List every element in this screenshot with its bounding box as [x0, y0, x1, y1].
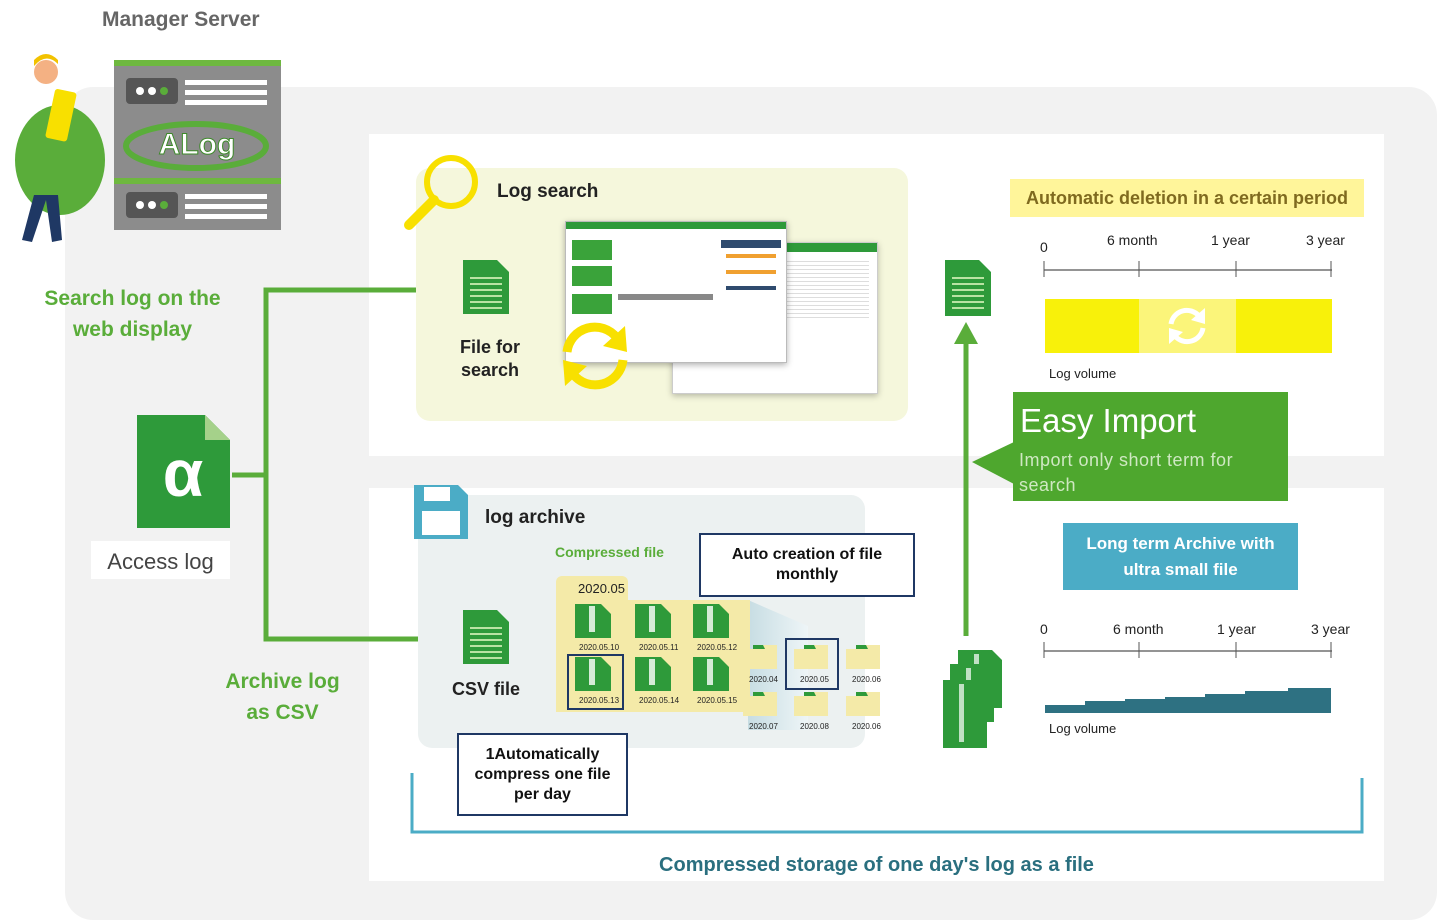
month-file-2: 2020.05 — [794, 645, 829, 684]
easy-import-title: Easy Import — [1020, 402, 1197, 439]
auto-compress-callout: 1Automatically compress one file per day — [457, 733, 628, 816]
archive-log-caption: Archive log as CSV — [225, 670, 340, 724]
month-file-4: 2020.07 — [743, 692, 778, 731]
alpha-symbol: α — [162, 436, 204, 510]
archive-volume-bar — [1045, 688, 1331, 713]
auto-monthly-callout: Auto creation of file monthly — [699, 533, 915, 597]
import-file-icon — [945, 260, 991, 316]
archive-tick-0: 0 — [1040, 621, 1048, 637]
alog-logo: ALog — [158, 128, 236, 162]
person-icon — [15, 54, 105, 242]
easy-import-box — [1013, 392, 1288, 501]
archive-tick-1year: 1 year — [1217, 621, 1256, 637]
day-file-2: 2020.05.11 — [635, 604, 678, 652]
dashboard-screenshot — [565, 221, 787, 363]
magnifier-icon — [404, 155, 478, 230]
manager-server-label: Manager Server — [102, 8, 260, 31]
deletion-tick-1year: 1 year — [1211, 232, 1250, 248]
csv-file-icon — [463, 610, 509, 664]
day-file-4: 2020.05.13 — [575, 657, 619, 705]
deletion-tick-0: 0 — [1040, 239, 1048, 255]
access-log-file-icon — [137, 415, 230, 528]
archive-volume-label: Log volume — [1049, 721, 1117, 736]
easy-import-subtitle: Import only short term for search — [1019, 450, 1234, 495]
file-for-search-label: File for search — [459, 337, 520, 380]
archive-timeline-axis — [1043, 642, 1332, 658]
auto-deletion-title: Automatic deletion in a certain period — [1010, 179, 1364, 217]
refresh-icon — [562, 322, 628, 390]
floppy-disk-icon — [414, 485, 468, 539]
month-file-3: 2020.06 — [846, 645, 881, 684]
deletion-volume-label: Log volume — [1049, 366, 1117, 381]
deletion-timeline-axis — [1043, 261, 1332, 277]
easy-import-pointer — [972, 442, 1014, 484]
deletion-tick-6month: 6 month — [1107, 232, 1158, 248]
folder-tab-label: 2020.05 — [578, 581, 625, 596]
zip-files-stack-icon — [943, 650, 1002, 748]
day-file-3: 2020.05.12 — [693, 604, 737, 652]
search-log-caption: Search log on the web display — [44, 287, 221, 341]
search-file-icon — [463, 260, 509, 314]
manager-server-illustration — [15, 54, 281, 242]
month-file-1: 2020.04 — [743, 645, 778, 684]
archive-tick-6month: 6 month — [1113, 621, 1164, 637]
csv-file-label: CSV file — [451, 679, 521, 699]
month-file-5: 2020.08 — [794, 692, 829, 731]
rotate-icon — [1168, 307, 1206, 345]
folder-tab — [556, 576, 628, 602]
long-term-archive-label: Long term Archive with ultra small file — [1063, 523, 1298, 590]
log-archive-title: log archive — [485, 507, 586, 528]
deletion-tick-3year: 3 year — [1306, 232, 1345, 248]
month-file-6: 2020.06 — [846, 692, 881, 731]
archive-tick-3year: 3 year — [1311, 621, 1350, 637]
highlight-month-file — [785, 638, 839, 690]
highlight-day-file — [567, 654, 624, 710]
server-icon — [114, 60, 281, 230]
access-log-label: Access log — [91, 541, 230, 579]
day-file-5: 2020.05.14 — [635, 657, 679, 705]
footer-caption: Compressed storage of one day's log as a… — [659, 854, 1094, 876]
compressed-file-label: Compressed file — [555, 544, 664, 560]
day-file-1: 2020.05.10 — [575, 604, 619, 652]
log-search-title: Log search — [497, 181, 599, 202]
day-file-6: 2020.05.15 — [693, 657, 737, 705]
